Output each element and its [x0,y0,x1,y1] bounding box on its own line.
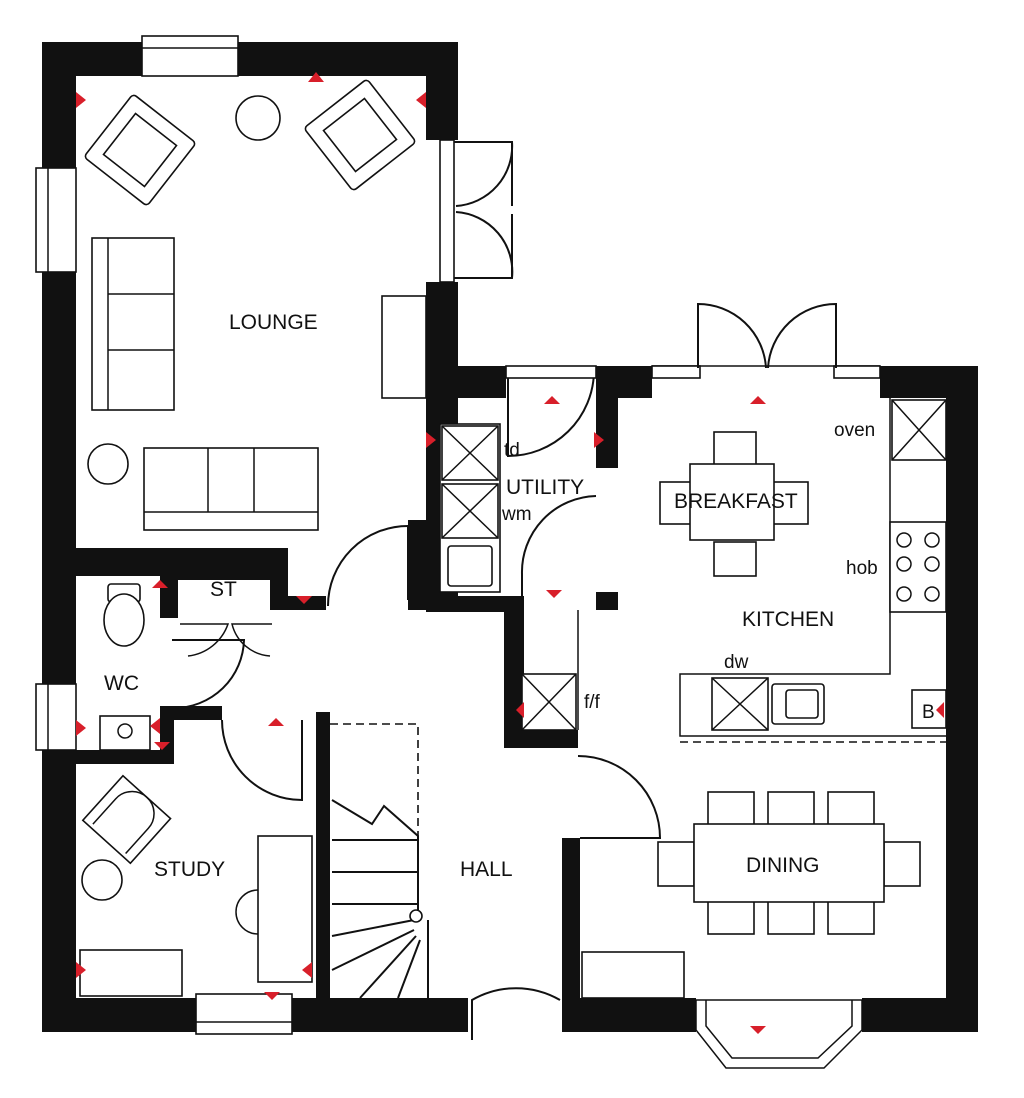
stairs [330,723,429,999]
label-wc: WC [104,672,139,695]
windows [35,35,863,1069]
fixture-labels: td wm oven hob dw f/f B [501,420,935,723]
wc-fixtures [99,583,151,751]
label-td: td [504,440,520,461]
label-hall: HALL [460,858,513,881]
label-oven: oven [834,420,875,441]
doors [172,139,881,1040]
room-labels: LOUNGE UTILITY BREAKFAST KITCHEN ST WC S… [104,311,834,881]
label-st: ST [210,578,237,601]
label-study: STUDY [154,858,225,881]
study-furniture [79,774,313,997]
kitchen-fixtures [659,398,947,743]
label-kitchen: KITCHEN [742,608,834,631]
label-wm: wm [501,504,532,525]
label-dw: dw [724,652,749,673]
label-ff: f/f [584,692,601,713]
label-utility: UTILITY [506,476,584,499]
label-boiler: B [922,702,935,723]
electrical-markers [76,72,944,1034]
label-breakfast: BREAKFAST [674,490,798,513]
utility-fixtures [439,423,501,593]
dining-furniture [581,791,921,999]
lounge-furniture [84,79,427,531]
walls [42,42,978,1032]
label-lounge: LOUNGE [229,311,318,334]
label-dining: DINING [746,854,820,877]
label-hob: hob [846,558,878,579]
fridge-freezer [521,610,579,731]
